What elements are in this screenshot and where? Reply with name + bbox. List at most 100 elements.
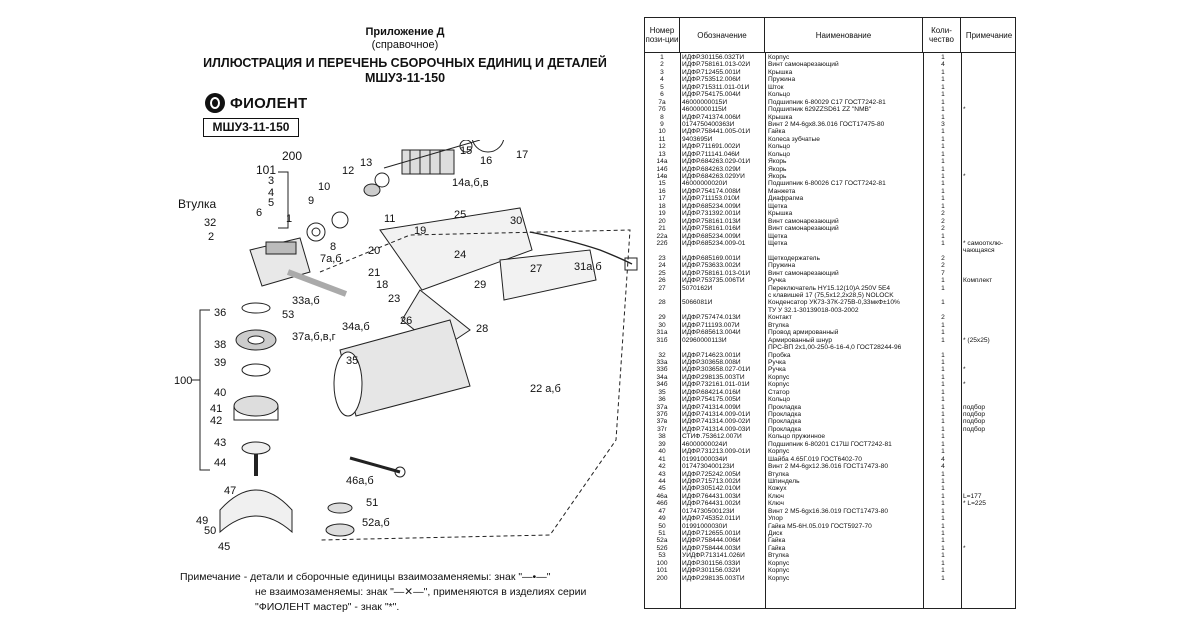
cell-name: Ключ: [768, 500, 784, 508]
cell-quantity: 1: [941, 477, 945, 485]
cell-position: 44: [658, 477, 666, 485]
label-20: 20: [368, 245, 380, 257]
cell-designation: 9403695И: [682, 135, 713, 143]
exploded-parts-diagram: 200 101 Втулка 3 4 5 6 1 32 2 8 7а,б 10 …: [174, 140, 638, 553]
cell-position: 19: [658, 210, 666, 218]
label-49: 49: [196, 515, 208, 527]
cell-designation: ИДФР.303658.008И: [682, 358, 741, 366]
label-29: 29: [474, 279, 486, 291]
brand-name: ФИОЛЕНТ: [230, 94, 308, 112]
cell-quantity: 1: [941, 552, 945, 560]
cell-quantity: 1: [941, 396, 945, 404]
cell-position: 14а: [656, 158, 668, 166]
cell-quantity: 1: [941, 321, 945, 329]
cell-name: Ручка: [768, 366, 786, 374]
cell-designation: ИДФР.685169.001И: [682, 254, 741, 262]
label-100: 100: [174, 375, 192, 387]
label-11: 11: [384, 213, 395, 225]
cell-note: * L=225: [963, 500, 986, 508]
cell-name: Гайка: [768, 537, 786, 545]
label-34ab: 34а,б: [342, 321, 370, 333]
cell-quantity: 1: [941, 54, 945, 61]
cell-position: 43: [658, 470, 666, 478]
cell-quantity: 1: [941, 83, 945, 91]
cell-position: 200: [656, 574, 668, 582]
cell-quantity: 2: [941, 217, 945, 225]
cell-position: 34б: [656, 381, 668, 389]
cell-name: Якорь: [768, 165, 787, 173]
cell-quantity: 1: [941, 76, 945, 84]
cell-quantity: 1: [941, 299, 945, 307]
cell-quantity: 4: [941, 455, 945, 463]
cell-name: Щеткодержатель: [768, 254, 820, 262]
cell-designation: ИДФР.758161.016И: [682, 225, 741, 233]
label-10: 10: [318, 181, 330, 193]
table-row: ТУ У 32.1-30139018-003-2002: [645, 307, 1015, 314]
cell-designation: ИДФР.714623.001И: [682, 351, 741, 359]
label-22ab: 22 а,б: [530, 383, 561, 395]
cell-designation: ИДФР.754174.008И: [682, 187, 741, 195]
cell-quantity: 1: [941, 485, 945, 493]
cell-name: Корпус: [768, 574, 790, 582]
col-header-quantity: Коли-чество: [923, 18, 961, 52]
table-header: Номер пози-ции Обозначение Наименование …: [645, 18, 1015, 53]
cell-designation: ИДФР.685234.009И: [682, 232, 741, 240]
cell-name: Винт 2 М4-6gх12.36.016 ГОСТ17473-80: [768, 463, 888, 471]
cell-designation: ИДФР.757474.013И: [682, 314, 741, 322]
cell-quantity: 1: [941, 173, 945, 180]
cell-position: 8: [660, 113, 664, 121]
cell-position: 52а: [656, 537, 668, 545]
cell-quantity: 1: [941, 515, 945, 523]
cell-position: 30: [658, 321, 666, 329]
cell-designation: ИДФР.711193.007И: [682, 321, 740, 329]
cell-quantity: 1: [941, 381, 945, 389]
cell-position: 45: [658, 485, 666, 493]
cell-name: ТУ У 32.1-30139018-003-2002: [768, 306, 859, 314]
cell-designation: ИДФР.305142.010И: [682, 485, 741, 493]
cell-designation: ИДФР.298135.003ТИ: [682, 574, 745, 582]
cell-designation: 46000000020И: [682, 180, 728, 188]
cell-name: Корпус: [768, 54, 790, 61]
cell-quantity: 1: [941, 351, 945, 359]
cell-quantity: 1: [941, 448, 945, 456]
cell-position: 46а: [656, 492, 668, 500]
cell-quantity: 4: [941, 463, 945, 471]
cell-name: Щетка: [768, 232, 788, 240]
cell-quantity: 1: [941, 180, 945, 188]
cell-name: Крышка: [768, 68, 793, 76]
cell-position: 3: [660, 68, 664, 76]
cell-name: Корпус: [768, 448, 790, 456]
cell-position: 24: [658, 262, 666, 270]
label-42: 42: [210, 415, 222, 427]
cell-quantity: 1: [941, 522, 945, 530]
label-25: 25: [454, 209, 466, 221]
cell-designation: ИДФР.764431.002И: [682, 500, 741, 508]
cell-quantity: 1: [941, 537, 945, 545]
cell-position: 42: [658, 463, 666, 471]
cell-designation: ИДФР.715311.011-01И: [682, 83, 750, 91]
cell-designation: ИДФР.758444.006И: [682, 537, 741, 545]
label-28: 28: [476, 323, 488, 335]
label-19: 19: [414, 225, 426, 237]
cell-note: чающаяся: [963, 247, 995, 255]
cell-position: 100: [656, 559, 668, 567]
cell-quantity: 1: [941, 239, 945, 247]
cell-quantity: 2: [941, 314, 945, 322]
cell-designation: ИДФР.715713.002И: [682, 477, 741, 485]
cell-name: Упор: [768, 515, 783, 523]
appendix-label: Приложение Д: [365, 26, 445, 38]
label-24: 24: [454, 249, 466, 261]
cell-quantity: 1: [941, 373, 945, 381]
